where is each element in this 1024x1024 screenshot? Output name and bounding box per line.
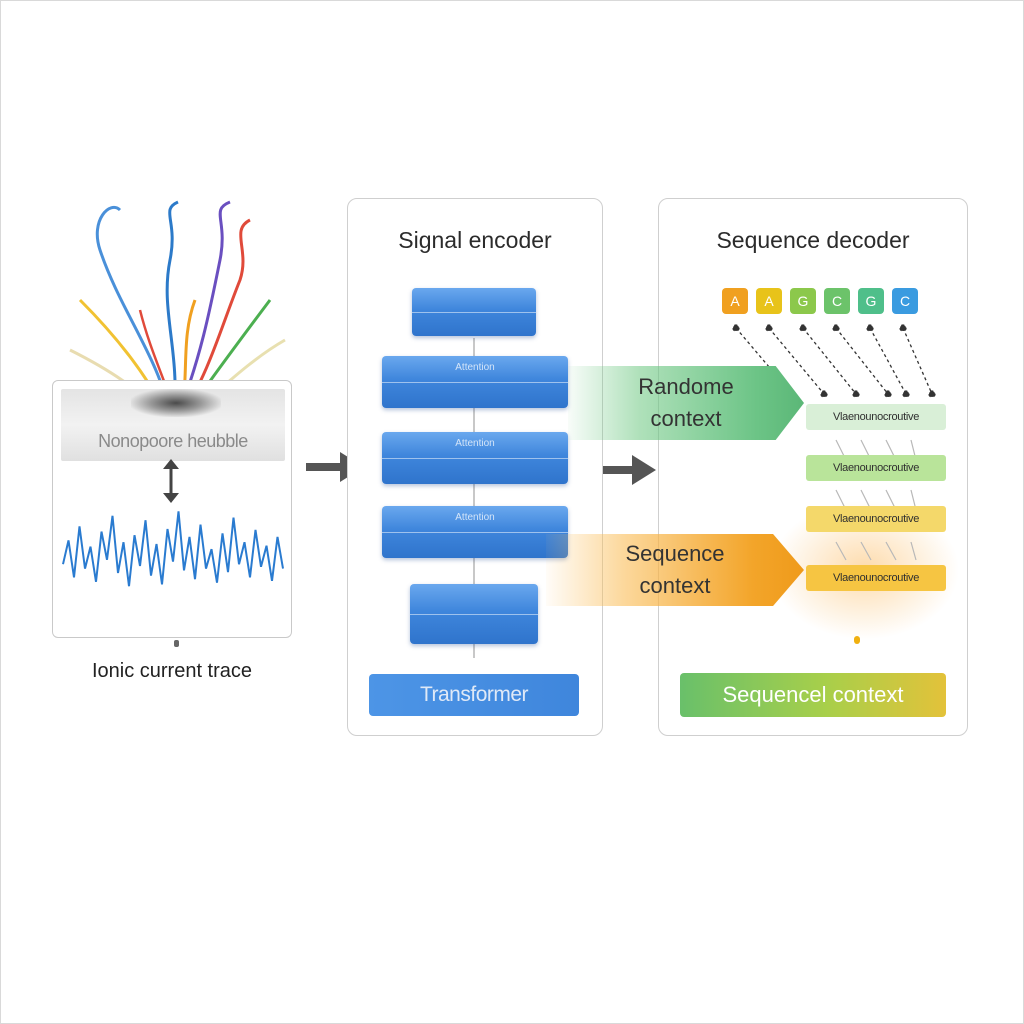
decoder-output-dot (854, 636, 860, 644)
trace-connector-dot (174, 640, 179, 647)
decoder-row: Vlaenounocroutive (806, 404, 946, 430)
decoder-row: Vlaenounocroutive (806, 455, 946, 481)
random-context-band: Randome context (568, 366, 804, 440)
nucleotide-token: C (824, 288, 850, 314)
encoder-title: Signal encoder (398, 227, 552, 253)
pore-opening (131, 389, 221, 417)
context-bottom-line2: context (639, 573, 711, 598)
decoder-row-label: Vlaenounocroutive (832, 411, 920, 423)
membrane-label: Nonopoore heubble (98, 431, 248, 451)
nucleotide-token: G (790, 288, 816, 314)
nucleotide-token: A (756, 288, 782, 314)
encoder-layer-label: Attention (455, 438, 495, 449)
encoder-layer-label: Attention (455, 362, 495, 373)
encoder-layer: Attention (382, 432, 568, 484)
encoder-spine (473, 338, 475, 658)
transformer-label-bar: Transformer (369, 674, 579, 716)
arrow-right-icon (598, 455, 656, 485)
decoder-row-label: Vlaenounocroutive (832, 462, 920, 474)
nanopore-membrane: Nonopoore heubble (61, 389, 285, 461)
context-bottom-line1: Sequence (625, 541, 725, 567)
sequence-context-output-bar: Sequencel context (680, 673, 946, 717)
encoder-input-block (412, 288, 536, 336)
encoder-output-block (410, 584, 538, 644)
encoder-layer: Attention (382, 356, 568, 408)
decoder-title: Sequence decoder (716, 227, 910, 253)
up-down-arrow-icon (163, 459, 179, 503)
nucleotide-token: G (858, 288, 884, 314)
decoder-row-label: Vlaenounocroutive (832, 513, 920, 525)
decoder-row-label: Vlaenounocroutive (832, 572, 920, 584)
encoder-layer: Attention (382, 506, 568, 558)
ionic-current-trace (62, 511, 284, 587)
context-top-line2: context (650, 406, 722, 431)
nucleotide-token: C (892, 288, 918, 314)
encoder-layer-label: Attention (455, 512, 495, 523)
decoder-row-links (835, 439, 917, 561)
sequence-context-band: Sequence context (546, 534, 804, 606)
nucleotide-token: A (722, 288, 748, 314)
context-top-line1: Randome (638, 374, 734, 400)
decoder-row: Vlaenounocroutive (806, 506, 946, 532)
trace-line (62, 511, 284, 587)
trace-label: Ionic current trace (91, 660, 253, 682)
nanopore-input-panel: Nonopoore heubble (52, 380, 292, 638)
decoder-row: Vlaenounocroutive (806, 565, 946, 591)
